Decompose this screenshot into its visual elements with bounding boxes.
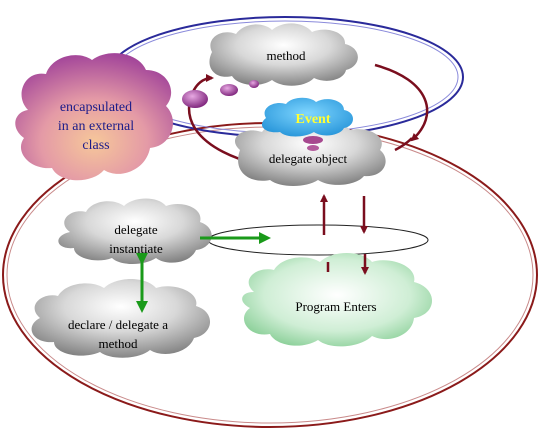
- delegate-instantiate-label-line-1: delegate: [114, 222, 158, 237]
- declare-delegate-label-line-1: declare / delegate a: [68, 317, 168, 332]
- encapsulated-label-line-1: encapsulated: [60, 100, 132, 115]
- connector-ellipse: [207, 224, 429, 256]
- thought-bubble-large: [182, 90, 208, 108]
- declare-delegate-cloud: [31, 279, 211, 358]
- encapsulated-label-line-3: class: [82, 138, 109, 153]
- delegate-object-label: delegate object: [269, 151, 348, 166]
- event-label: Event: [296, 112, 331, 127]
- encapsulated-label-line-2: in an external: [58, 119, 134, 134]
- event-bubble-2: [307, 145, 319, 151]
- event-cloud: [261, 97, 353, 137]
- thought-bubble-small: [249, 80, 259, 88]
- declare-delegate-label-line-2: method: [99, 336, 138, 351]
- delegate-instantiate-label-line-2: instantiate: [109, 241, 163, 256]
- delegate-instantiate-cloud: [58, 198, 212, 264]
- method-cloud: [209, 23, 358, 86]
- program-enters-cloud: [242, 253, 432, 347]
- method-label: method: [267, 48, 306, 63]
- event-bubble-1: [303, 136, 323, 144]
- program-enters-label: Program Enters: [295, 299, 376, 314]
- thought-bubble-medium: [220, 84, 238, 96]
- delegate-object-cloud: [235, 120, 386, 186]
- method-loop-arrow-right: [374, 63, 429, 142]
- encapsulated-cloud: [15, 53, 173, 181]
